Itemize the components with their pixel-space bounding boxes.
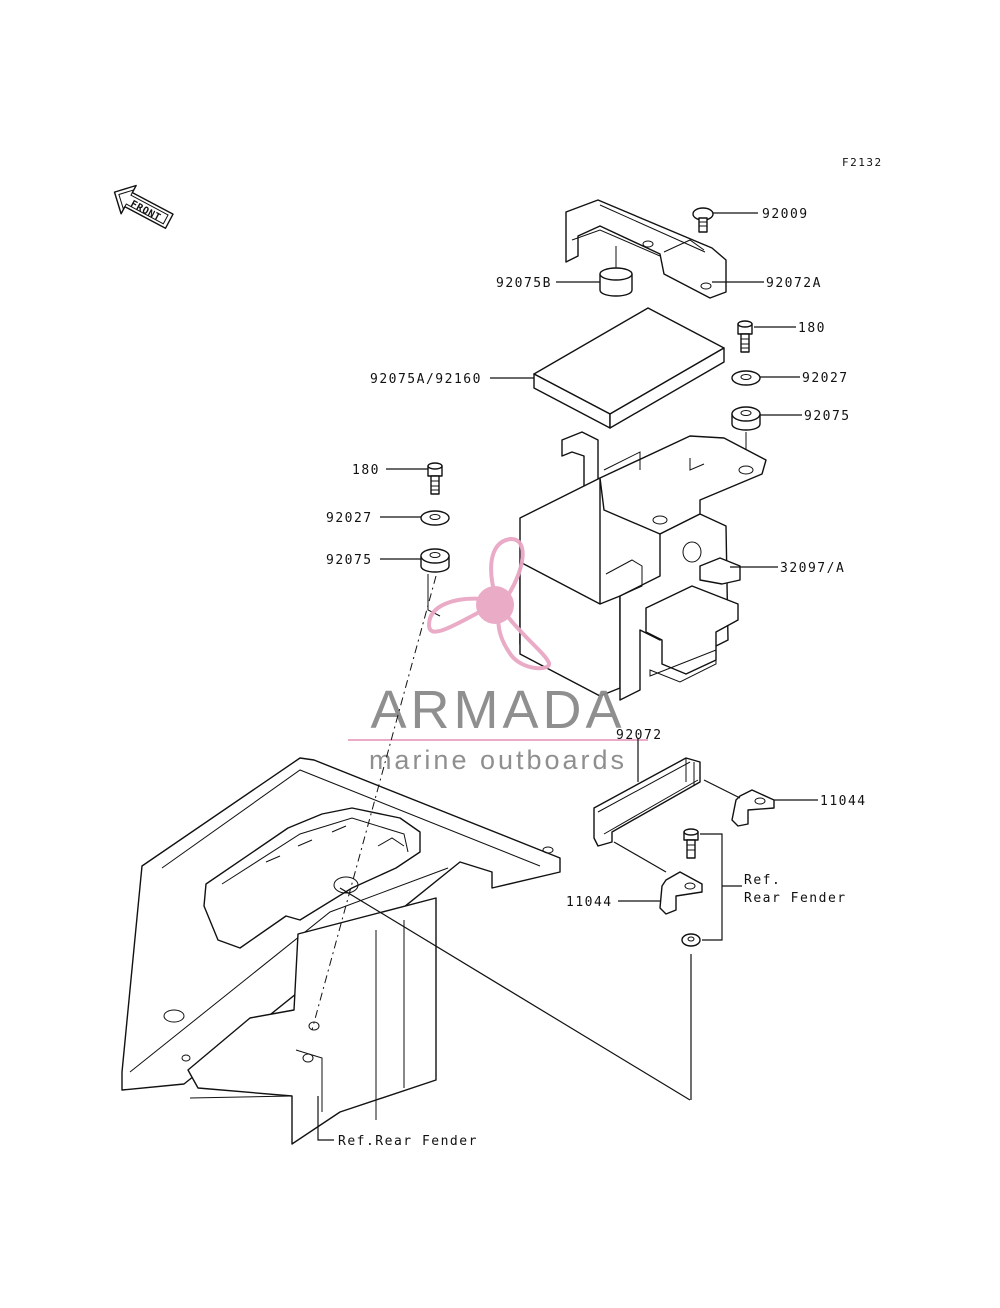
label-92027-left: 92027 — [326, 511, 373, 526]
watermark-brand: ARMADA — [370, 680, 625, 740]
strap-92072 — [593, 757, 701, 847]
pad-92075A-92160 — [533, 307, 725, 429]
label-ref-rear-fender-bottom: Ref.Rear Fender — [338, 1134, 478, 1149]
label-180-right: 180 — [798, 321, 826, 336]
label-92009: 92009 — [762, 207, 809, 222]
propeller-icon — [426, 536, 551, 671]
collar-92027-right — [731, 370, 761, 386]
bolt-180-right — [737, 320, 753, 353]
battery-case — [519, 431, 767, 701]
battery-holder-bracket — [565, 199, 727, 299]
collar-92027-left — [420, 510, 450, 526]
bracket-11044-right — [731, 789, 775, 827]
label-92027-right: 92027 — [802, 371, 849, 386]
nut-ref-rear-fender — [681, 933, 701, 947]
damper-92075B — [599, 246, 633, 297]
bracket-11044-left — [659, 871, 703, 915]
label-92075A-92160: 92075A/92160 — [370, 372, 482, 387]
label-92075B: 92075B — [496, 276, 552, 291]
label-92072A: 92072A — [766, 276, 822, 291]
figure-code: F2132 — [842, 156, 883, 169]
label-ref: Ref. — [744, 873, 781, 888]
screw-92009 — [692, 207, 714, 233]
damper-92075-left — [420, 548, 450, 617]
label-rear-fender: Rear Fender — [744, 891, 847, 906]
front-arrow-icon: FRONT — [113, 184, 174, 229]
label-11044-right: 11044 — [820, 794, 867, 809]
damper-92075-right — [731, 406, 761, 462]
label-32097A: 32097/A — [780, 561, 845, 576]
watermark-tagline: marine outboards — [369, 745, 627, 775]
label-92075-right: 92075 — [804, 409, 851, 424]
armada-logo: ARMADA marine outboards — [348, 536, 648, 775]
bolt-180-left — [427, 462, 443, 495]
label-92072: 92072 — [616, 728, 663, 743]
label-11044-left: 11044 — [566, 895, 613, 910]
bolt-ref-rear-fender — [683, 828, 699, 859]
label-92075-left: 92075 — [326, 553, 373, 568]
rear-fender — [121, 757, 561, 1145]
label-180-left: 180 — [352, 463, 380, 478]
